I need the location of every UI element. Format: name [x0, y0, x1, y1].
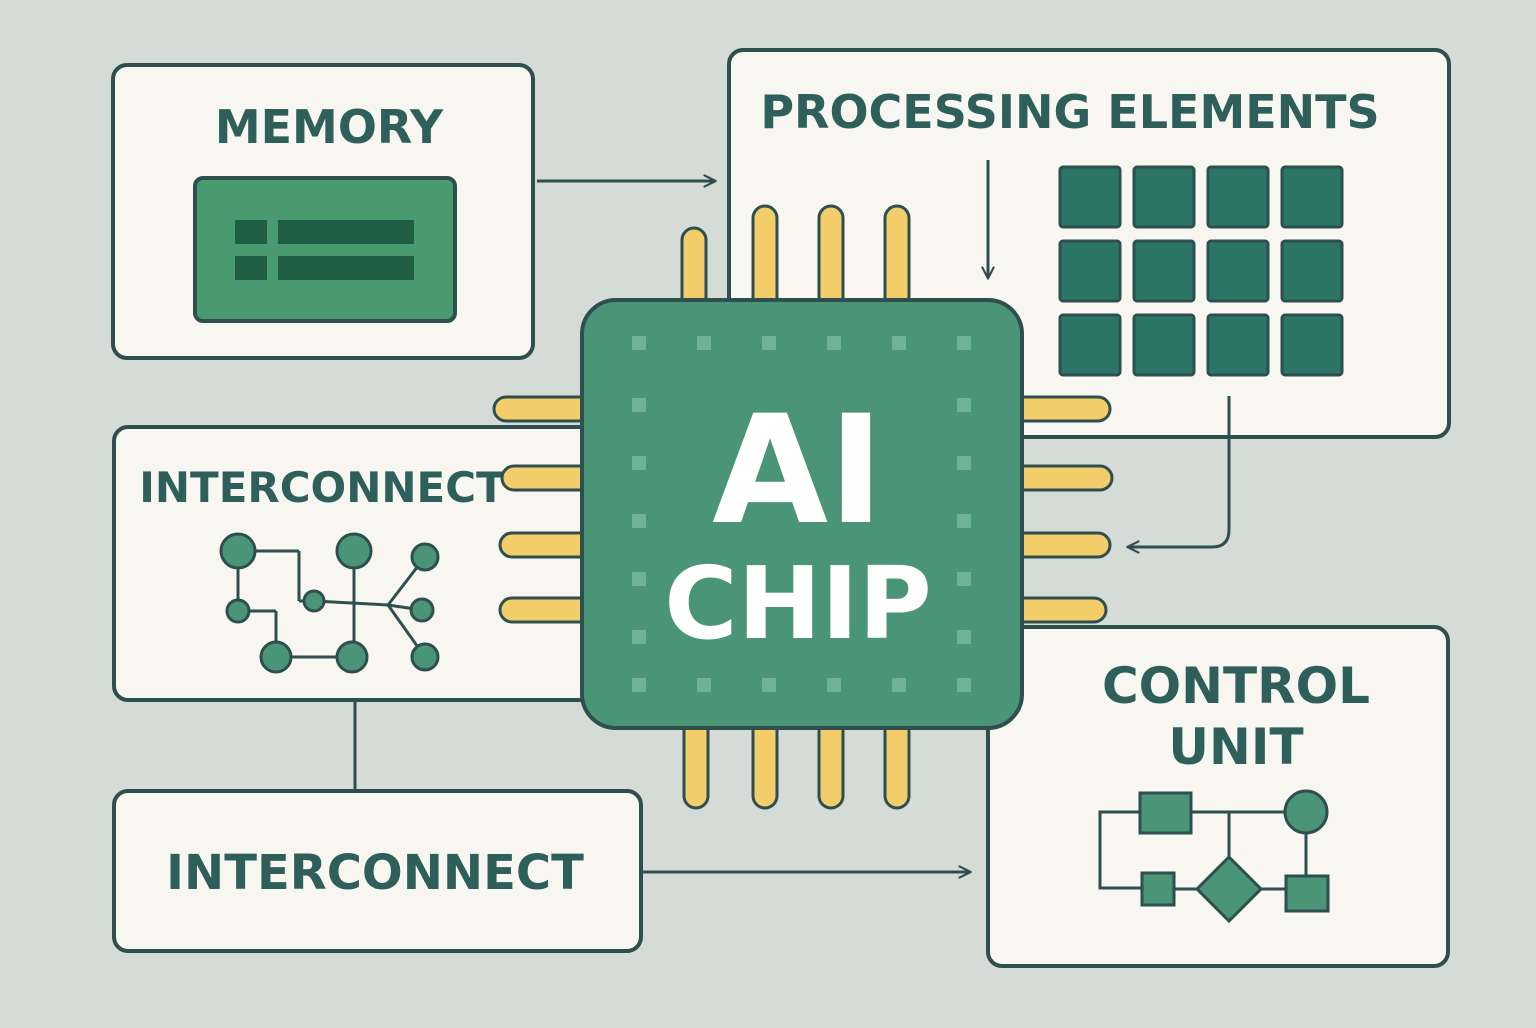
- processing-element: [1132, 313, 1196, 377]
- processing-element: [1132, 165, 1196, 229]
- processing-element: [1280, 239, 1344, 303]
- processing-element: [1280, 165, 1344, 229]
- interconnect-top-title: INTERCONNECT: [139, 463, 505, 512]
- interconnect-bottom-panel: INTERCONNECT: [112, 789, 643, 953]
- connectors: [353, 174, 1231, 879]
- memory-title: MEMORY: [215, 100, 444, 154]
- chip-label-ai: AI: [712, 384, 884, 558]
- processing-to-chip-arrow: [1126, 396, 1231, 554]
- network-icon: [219, 532, 440, 674]
- control-unit-title-line1: CONTROL: [1102, 657, 1370, 715]
- control-unit-title-line2: UNIT: [1168, 718, 1303, 776]
- control-unit-panel: CONTROL UNIT: [986, 625, 1450, 968]
- ai-chip: AI CHIP: [580, 298, 1024, 730]
- processing-element: [1058, 165, 1122, 229]
- processing-element: [1206, 239, 1270, 303]
- chip-dot-pattern: [632, 336, 971, 692]
- processing-element: [1280, 313, 1344, 377]
- processing-element: [1058, 239, 1122, 303]
- interconnect-bottom-title: INTERCONNECT: [166, 845, 584, 901]
- processing-element: [1058, 313, 1122, 377]
- memory-panel: MEMORY: [111, 63, 535, 360]
- interconnect-top-panel: INTERCONNECT: [112, 425, 598, 702]
- processing-element: [1132, 239, 1196, 303]
- chip-label-chip: CHIP: [664, 545, 932, 662]
- chip-body: [580, 298, 1024, 730]
- memory-module-icon: [193, 176, 457, 323]
- processing-element-grid: [1058, 165, 1344, 377]
- flowchart-icon: [1098, 789, 1330, 924]
- processing-elements-title: PROCESSING ELEMENTS: [760, 85, 1379, 139]
- processing-element: [1206, 313, 1270, 377]
- processing-element: [1206, 165, 1270, 229]
